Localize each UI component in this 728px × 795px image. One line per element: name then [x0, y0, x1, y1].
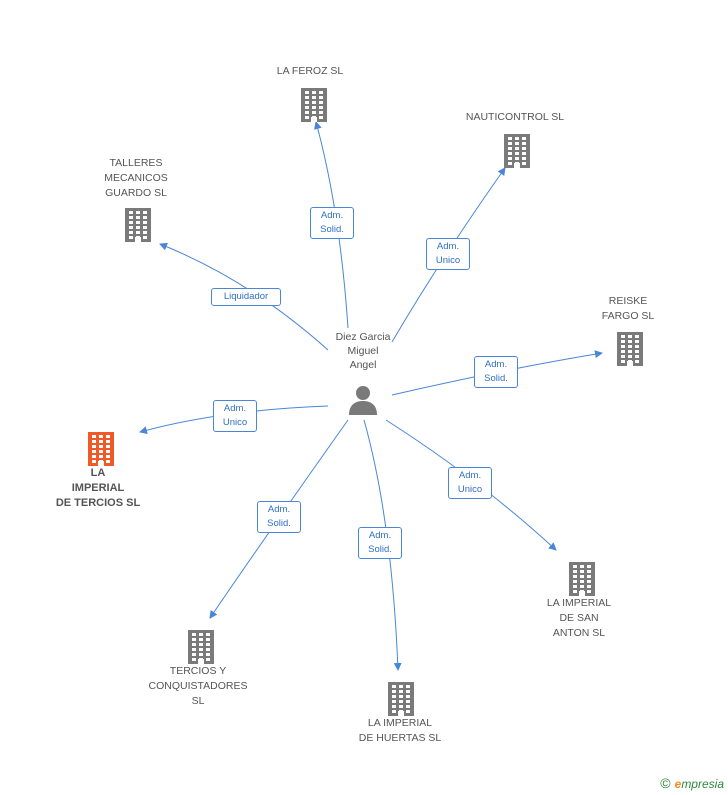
building-icon[interactable] [500, 132, 534, 168]
company-label-la-imperial-san-anton[interactable]: LA IMPERIAL DE SAN ANTON SL [546, 597, 612, 639]
edge-label-reiske[interactable]: Adm. Solid. [474, 356, 518, 388]
building-icon[interactable] [84, 430, 118, 466]
edge-label-la-feroz[interactable]: Adm. Solid. [310, 207, 354, 239]
edge-label-la-imperial-tercios[interactable]: Adm. Unico [213, 400, 257, 432]
company-label-la-feroz[interactable]: LA FEROZ SL [276, 65, 344, 77]
company-label-la-imperial-tercios[interactable]: LA IMPERIAL DE TERCIOS SL [55, 467, 141, 509]
center-person-label: Diez Garcia Miguel Angel [335, 331, 391, 371]
company-label-tercios-conquistadores[interactable]: TERCIOS Y CONQUISTADORES SL [148, 665, 248, 707]
brand-logo-e: e [674, 777, 682, 791]
brand-logo-text: mpresia [681, 777, 724, 791]
company-label-la-imperial-huertas[interactable]: LA IMPERIAL DE HUERTAS SL [358, 717, 442, 744]
edge-label-tercios-conquistadores[interactable]: Adm. Solid. [257, 501, 301, 533]
building-icon[interactable] [613, 330, 647, 366]
building-icon[interactable] [184, 628, 218, 664]
company-label-nauticontrol[interactable]: NAUTICONTROL SL [465, 111, 565, 123]
company-label-talleres[interactable]: TALLERES MECANICOS GUARDO SL [104, 157, 168, 199]
person-icon[interactable] [346, 384, 380, 416]
building-icon[interactable] [384, 680, 418, 716]
footer-brand[interactable]: ©empresia [660, 775, 724, 791]
edge-label-la-imperial-san-anton[interactable]: Adm. Unico [448, 467, 492, 499]
edge-label-talleres[interactable]: Liquidador [211, 288, 281, 306]
building-icon[interactable] [565, 560, 599, 596]
edge-label-la-imperial-huertas[interactable]: Adm. Solid. [358, 527, 402, 559]
edge-label-nauticontrol[interactable]: Adm. Unico [426, 238, 470, 270]
company-label-reiske[interactable]: REISKE FARGO SL [601, 295, 655, 322]
building-icon[interactable] [121, 206, 155, 242]
copyright-symbol: © [660, 775, 671, 791]
building-icon[interactable] [297, 86, 331, 122]
